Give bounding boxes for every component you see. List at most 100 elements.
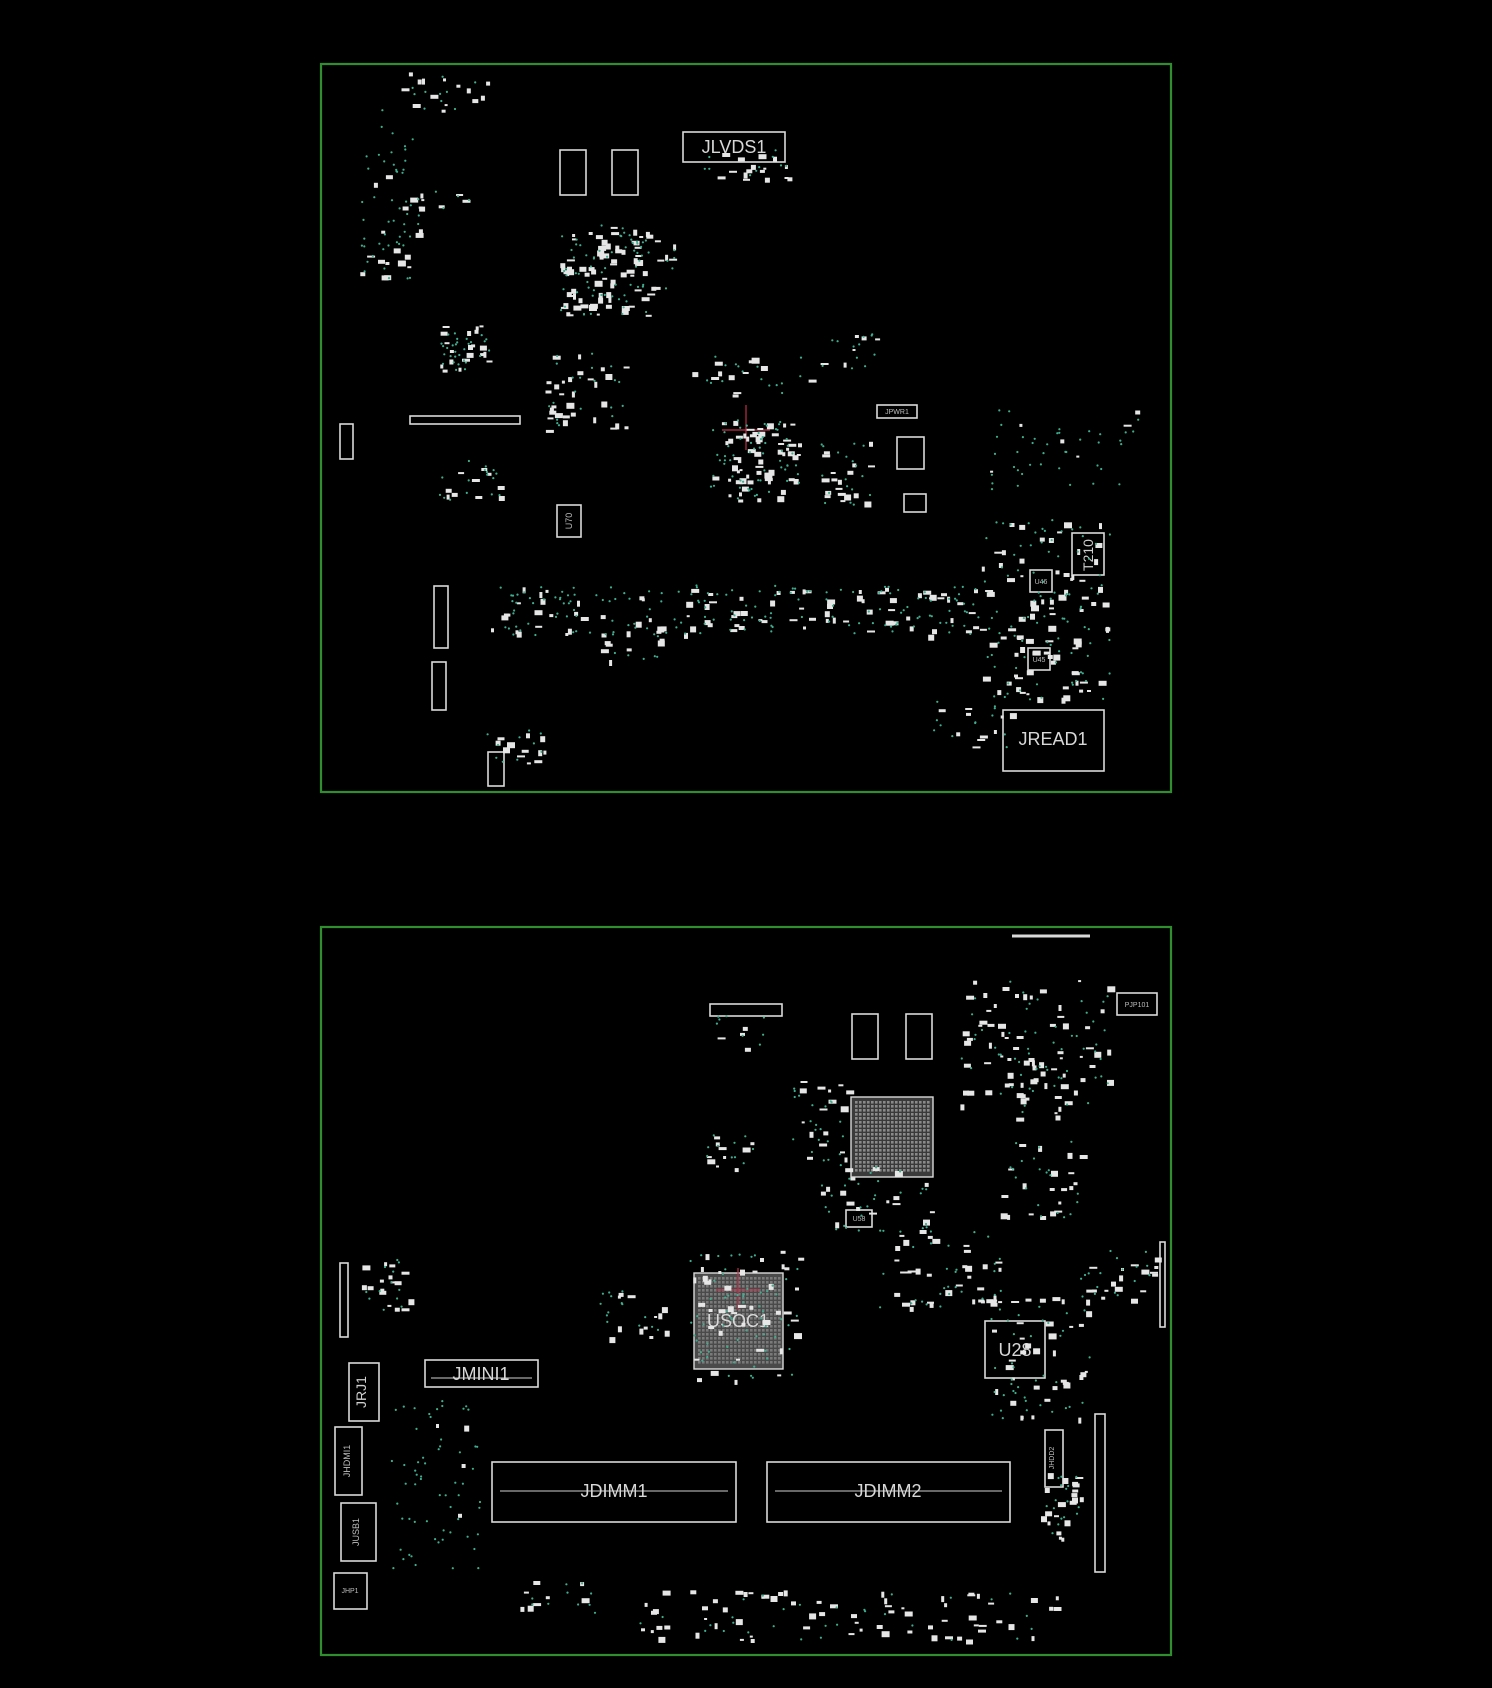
bga-ball [734,1305,737,1308]
connector-jusb1[interactable]: JUSB1 [340,1502,377,1562]
smd-pad [1061,1537,1065,1542]
bga-ball [766,1325,769,1328]
bga-ball [879,1149,882,1152]
via [1010,1378,1013,1381]
smd-pad [1130,1264,1139,1267]
smd-pad [1080,1372,1087,1378]
via [566,594,570,597]
bga-ball [927,1137,930,1140]
via [1022,617,1025,620]
via [585,254,588,257]
bga-ball [855,1149,858,1152]
connector-jhdmi1[interactable]: JHDMI1 [334,1426,363,1496]
bga-ball [923,1149,926,1152]
smd-pad [610,427,618,430]
via [772,1625,775,1628]
via [1032,571,1035,574]
smd-pad [664,1330,670,1337]
via [642,657,645,661]
via [664,287,668,290]
slot-jdimm1[interactable]: JDIMM1 [491,1461,737,1523]
connector-jhp1[interactable]: JHP1 [333,1572,368,1610]
via [483,468,486,472]
bga-ball [762,1329,765,1332]
via [1038,1146,1041,1149]
ic-u28[interactable]: U28 [984,1320,1046,1379]
smd-pad [422,78,425,85]
bga-ball [919,1153,922,1156]
via [798,1603,802,1606]
smd-pad [522,587,526,594]
via [1119,439,1122,442]
via [1124,431,1127,434]
smd-pad [475,326,479,331]
via [874,1194,877,1197]
bga-ball [907,1145,910,1148]
via [621,227,624,230]
bga-ball [734,1293,737,1296]
smd-pad [1073,1090,1078,1096]
bga-ball [907,1157,910,1160]
smd-pad [735,435,743,439]
bga-ball [714,1305,717,1308]
bga-ball [734,1349,737,1352]
via [870,334,873,337]
connector-jrj1[interactable]: JRJ1 [348,1362,380,1422]
smd-pad [483,351,487,358]
via [451,344,454,347]
via [474,1445,477,1448]
bga-ball [714,1337,717,1340]
connector-jhdd2[interactable]: JHDD2 [1044,1429,1064,1488]
ic-u58[interactable]: U58 [845,1209,873,1228]
via [990,1317,993,1321]
connector-jlvds1[interactable]: JLVDS1 [682,131,786,163]
jumper-pjp101[interactable]: PJP101 [1116,992,1158,1016]
connector-jread1[interactable]: JREAD1 [1002,709,1105,772]
slot-jmini1[interactable]: JMINI1 [424,1359,539,1388]
via [611,619,614,622]
bga-ball [698,1341,701,1344]
via [717,1254,720,1258]
via [860,1214,863,1217]
bga-ball [742,1329,745,1332]
smd-pad [654,240,661,243]
smd-pad [822,454,831,458]
slot-jdimm2[interactable]: JDIMM2 [766,1461,1011,1523]
via [408,276,412,279]
smd-pad [1060,439,1065,444]
smd-pad [711,377,720,380]
bga-ball [762,1289,765,1292]
bga-ball [871,1117,874,1120]
smd-pad [561,266,566,273]
via [614,597,617,601]
connector-jpwr1[interactable]: JPWR1 [876,404,918,419]
bga-ball [730,1345,733,1348]
bga-ball [714,1333,717,1336]
smd-pad [1064,589,1069,595]
ic-top-pair[interactable] [559,149,639,196]
smd-pad [1019,524,1026,530]
ic-u70[interactable]: U70 [556,504,582,538]
via [736,1338,739,1341]
via [610,1295,613,1298]
via [725,1310,728,1313]
bga-ball [863,1129,866,1132]
bga-chip[interactable] [850,1096,934,1178]
bga-ball [702,1317,705,1320]
via [990,1598,993,1601]
via [877,1180,880,1183]
via [689,1259,692,1263]
smd-pad [783,1590,788,1597]
ic-u46[interactable]: U46 [1029,569,1053,593]
via [504,626,507,629]
smd-pad [627,1295,636,1299]
bga-ball [895,1145,898,1148]
via [565,615,569,618]
bga-ball [742,1361,745,1364]
via [593,1611,597,1614]
smd-pad [1025,638,1034,644]
smd-pad [965,630,972,634]
transformer-t210[interactable]: T210 [1071,532,1105,576]
via [701,1359,704,1362]
via [706,592,710,595]
